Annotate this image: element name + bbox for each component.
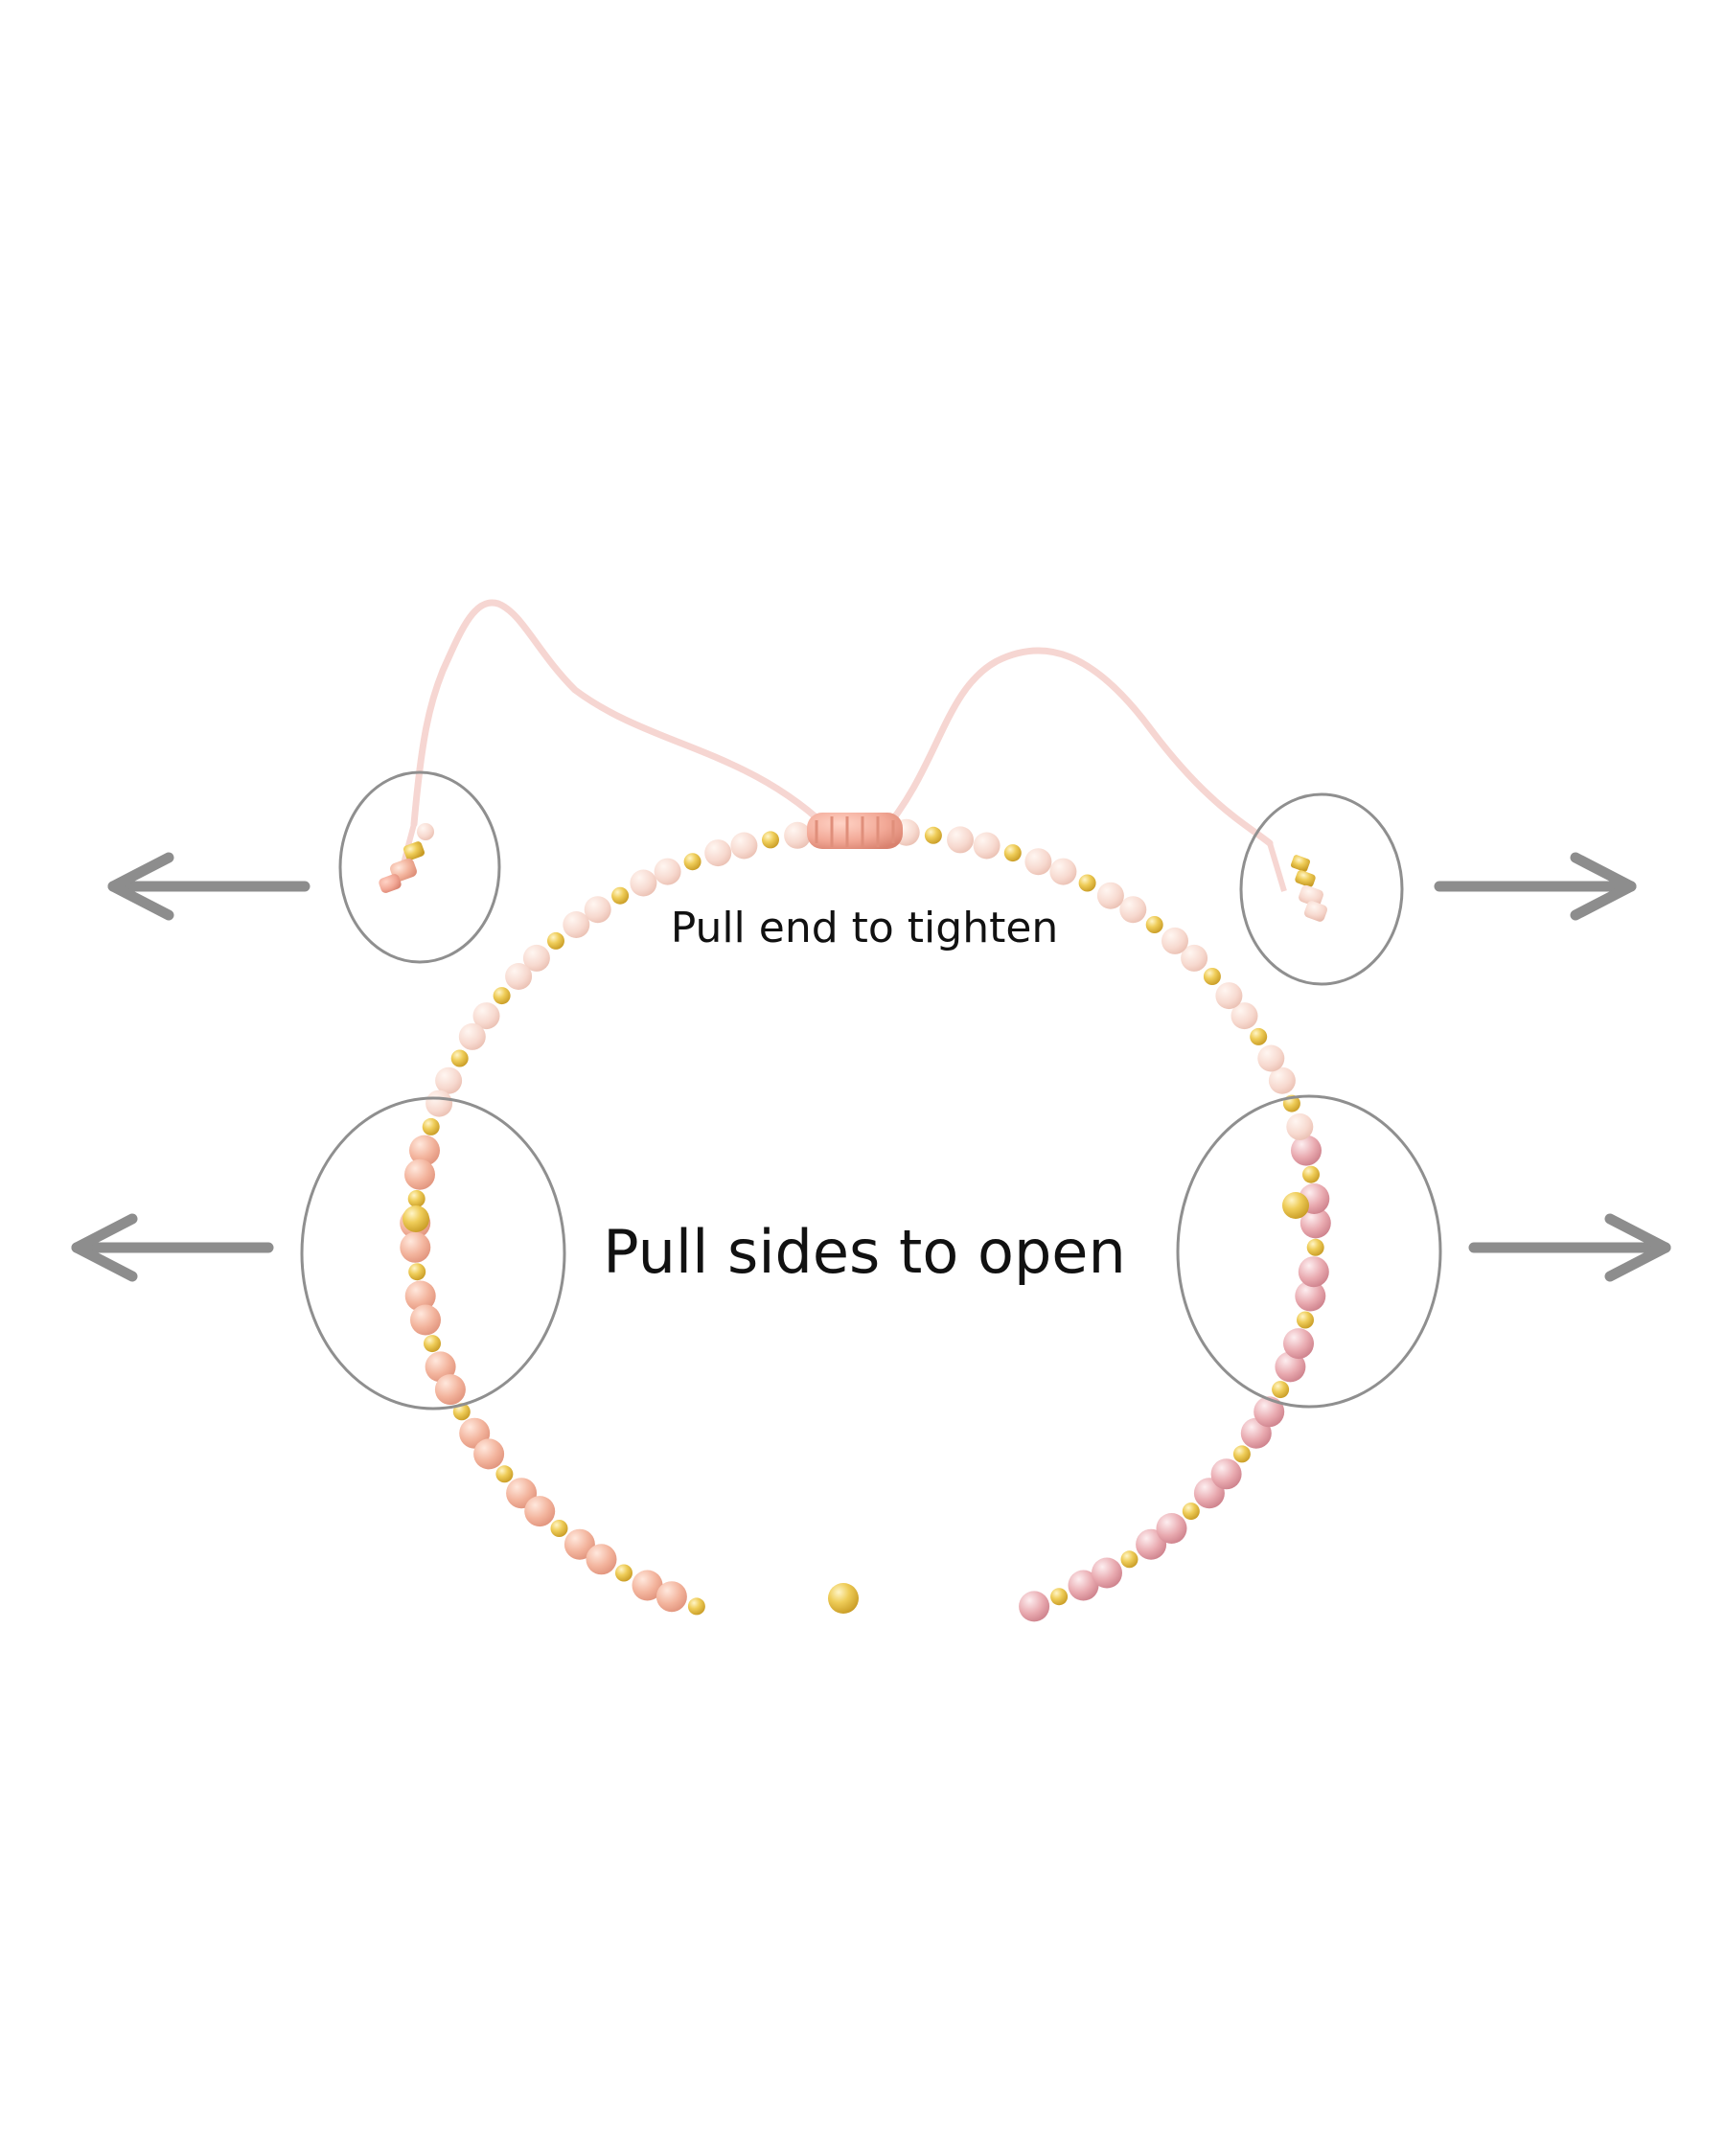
peach-stone-bead bbox=[434, 1374, 466, 1406]
strawberry-quartz-bead bbox=[1291, 1135, 1322, 1166]
seed-bead bbox=[1049, 858, 1077, 885]
gold-bead bbox=[1003, 844, 1022, 862]
bracelet-beads bbox=[400, 817, 1331, 1622]
gold-bead bbox=[495, 1465, 514, 1483]
gold-bead bbox=[1203, 968, 1221, 985]
gold-bead bbox=[1297, 1311, 1314, 1329]
strawberry-quartz-bead bbox=[1283, 1328, 1314, 1360]
gold-bead bbox=[450, 1049, 469, 1067]
gold-bead bbox=[1182, 1502, 1200, 1521]
strawberry-quartz-bead bbox=[1210, 1458, 1242, 1490]
gold-accent-bead bbox=[402, 1205, 429, 1232]
seed-bead bbox=[522, 944, 550, 972]
seed-bead bbox=[1286, 1112, 1314, 1140]
seed-bead bbox=[1181, 944, 1208, 972]
gold-bead bbox=[1272, 1381, 1290, 1399]
gold-bead bbox=[547, 931, 564, 950]
strawberry-quartz-bead bbox=[1019, 1591, 1050, 1622]
seed-bead bbox=[505, 963, 533, 990]
arrow-left-icon bbox=[107, 852, 310, 921]
seed-bead bbox=[1268, 1067, 1296, 1094]
gold-bead bbox=[683, 853, 702, 871]
seed-bead bbox=[435, 1067, 463, 1094]
right-cord-end bbox=[1290, 855, 1328, 922]
peach-stone-bead bbox=[473, 1438, 505, 1470]
peach-stone-bead bbox=[410, 1304, 441, 1336]
gold-bead bbox=[408, 1263, 426, 1281]
right-side-callout-circle bbox=[1176, 1094, 1442, 1409]
seed-bead bbox=[584, 896, 611, 924]
gold-bead bbox=[424, 1335, 441, 1353]
gold-bead bbox=[407, 1190, 426, 1207]
peach-stone-bead bbox=[632, 1570, 663, 1601]
gold-accent-bead bbox=[828, 1583, 859, 1614]
strawberry-quartz-bead bbox=[1156, 1513, 1187, 1544]
open-instruction-label: Pull sides to open bbox=[603, 1217, 1125, 1287]
strawberry-quartz-bead bbox=[1300, 1207, 1331, 1239]
seed-bead bbox=[973, 832, 1000, 860]
right-end-callout-circle bbox=[1239, 792, 1404, 986]
seed-bead bbox=[704, 839, 732, 867]
peach-stone-bead bbox=[586, 1544, 617, 1575]
arrow-right-icon bbox=[1434, 852, 1637, 921]
gold-bead bbox=[615, 1564, 632, 1582]
seed-bead bbox=[1119, 896, 1147, 924]
strawberry-quartz-bead bbox=[1068, 1570, 1099, 1601]
gold-bead bbox=[1232, 1445, 1251, 1463]
peach-stone-bead bbox=[400, 1231, 431, 1263]
seed-bead bbox=[458, 1022, 486, 1050]
peach-stone-bead bbox=[404, 1280, 436, 1312]
gold-accent-bead bbox=[1282, 1192, 1309, 1219]
gold-bead bbox=[1050, 1588, 1069, 1606]
gold-bead bbox=[493, 987, 511, 1005]
seed-bead bbox=[472, 1002, 500, 1030]
left-cord-end bbox=[379, 823, 434, 893]
gold-bead bbox=[1120, 1550, 1138, 1569]
strawberry-quartz-bead bbox=[1092, 1557, 1122, 1589]
gold-bead bbox=[1145, 916, 1163, 933]
gold-bead bbox=[452, 1403, 471, 1421]
arrow-right-icon bbox=[1468, 1213, 1671, 1282]
seed-bead bbox=[784, 821, 812, 849]
left-side-callout-circle bbox=[300, 1096, 566, 1411]
seed-bead bbox=[654, 858, 681, 885]
tighten-instruction-label: Pull end to tighten bbox=[671, 904, 1059, 952]
peach-stone-bead bbox=[656, 1581, 687, 1613]
gold-bead bbox=[1302, 1165, 1320, 1183]
seed-bead bbox=[563, 911, 590, 938]
peach-stone-bead bbox=[524, 1496, 556, 1527]
seed-bead bbox=[1257, 1044, 1285, 1072]
seed-bead bbox=[1024, 848, 1052, 876]
left-end-callout-circle bbox=[338, 770, 501, 964]
gold-bead bbox=[924, 826, 942, 844]
gold-bead bbox=[1078, 874, 1096, 892]
seed-bead bbox=[1230, 1002, 1258, 1030]
seed-bead bbox=[426, 1089, 453, 1117]
seed-bead bbox=[947, 826, 974, 854]
gold-bead bbox=[611, 886, 630, 905]
gold-bead bbox=[422, 1117, 440, 1135]
peach-stone-bead bbox=[564, 1528, 595, 1560]
strawberry-quartz-bead bbox=[1295, 1280, 1326, 1312]
peach-stone-bead bbox=[404, 1158, 435, 1190]
arrow-left-icon bbox=[71, 1213, 274, 1282]
peach-stone-bead bbox=[409, 1135, 440, 1166]
sliding-knot bbox=[807, 813, 903, 849]
seed-bead bbox=[630, 869, 657, 897]
gold-bead bbox=[1250, 1027, 1268, 1045]
gold-bead bbox=[550, 1520, 568, 1537]
seed-bead bbox=[1215, 982, 1243, 1010]
strawberry-quartz-bead bbox=[1254, 1396, 1285, 1428]
seed-bead bbox=[730, 832, 758, 860]
strawberry-quartz-bead bbox=[1275, 1351, 1306, 1383]
seed-bead bbox=[1096, 882, 1124, 909]
strawberry-quartz-bead bbox=[1298, 1256, 1329, 1288]
gold-bead bbox=[687, 1597, 705, 1616]
seed-bead bbox=[1162, 927, 1188, 954]
gold-bead bbox=[1306, 1238, 1324, 1256]
gold-bead bbox=[762, 831, 779, 849]
